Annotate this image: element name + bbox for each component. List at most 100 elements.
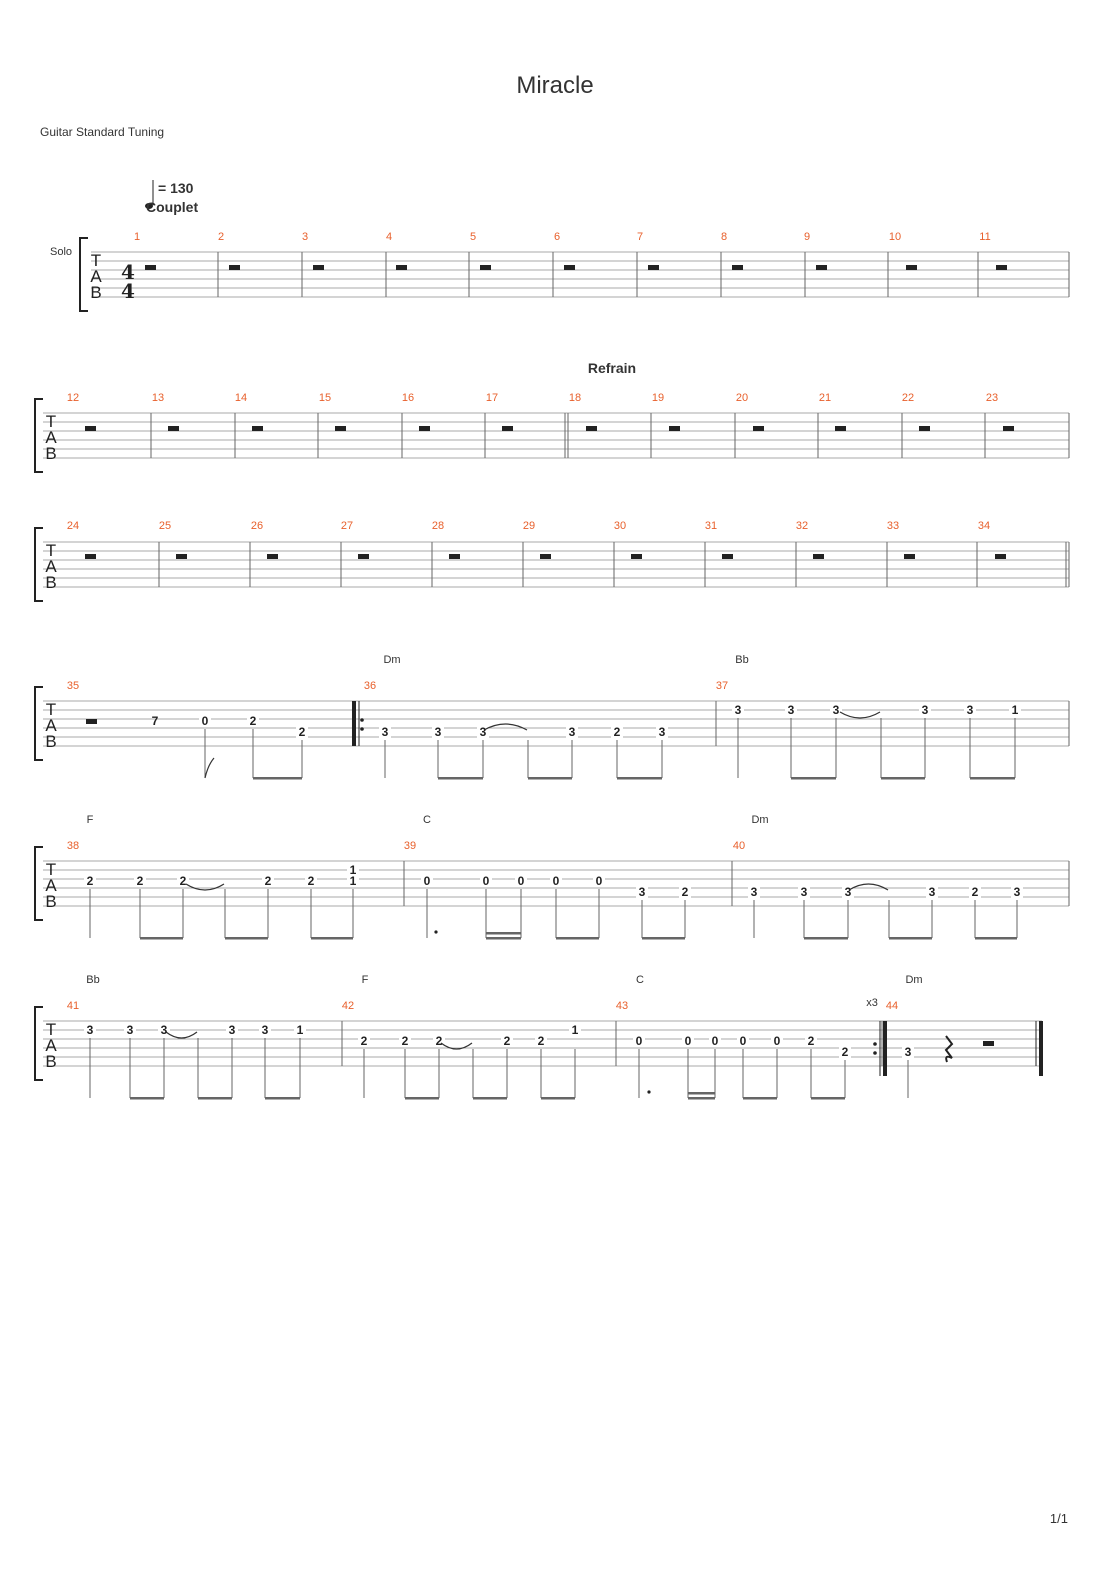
fret-bg <box>294 1022 306 1036</box>
tab-clef-letter: T <box>46 541 56 560</box>
whole-rest <box>502 426 513 431</box>
measure-number: 44 <box>886 1000 898 1012</box>
whole-rest <box>396 265 407 270</box>
measure-number: 40 <box>733 840 745 852</box>
fret-bg <box>732 702 744 716</box>
fret-number: 2 <box>265 874 272 888</box>
fret-number: 0 <box>712 1034 719 1048</box>
beam <box>688 1092 715 1095</box>
fret-number: 3 <box>1014 885 1021 899</box>
instrument-name: Solo <box>50 246 72 258</box>
measure-number: 9 <box>804 231 810 243</box>
fret-number: 3 <box>751 885 758 899</box>
tab-clef-letter: T <box>46 700 56 719</box>
fret-bg <box>771 1033 783 1047</box>
fret-number: 1 <box>1012 703 1019 717</box>
fret-bg <box>247 713 259 727</box>
fret-number: 2 <box>361 1034 368 1048</box>
whole-rest <box>722 554 733 559</box>
measure-number: 43 <box>616 1000 628 1012</box>
fret-number: 2 <box>682 885 689 899</box>
page-number: 1/1 <box>1049 1511 1068 1526</box>
chord-name: Bb <box>735 654 748 666</box>
measure-number: 11 <box>979 231 990 243</box>
fret-bg <box>177 873 189 887</box>
fret-number: 0 <box>774 1034 781 1048</box>
chord-name: C <box>423 814 431 826</box>
fret-number: 0 <box>424 874 431 888</box>
measure-number: 14 <box>235 392 247 404</box>
beam <box>528 777 572 780</box>
fret-bg <box>964 702 976 716</box>
whole-rest <box>648 265 659 270</box>
fret-bg <box>134 873 146 887</box>
fret-number: 0 <box>518 874 525 888</box>
measure-number: 21 <box>819 392 831 404</box>
measure-number: 22 <box>902 392 914 404</box>
fret-bg <box>839 1044 851 1058</box>
fret-bg <box>785 702 797 716</box>
repeat-bar-thick <box>883 1021 887 1076</box>
section-couplet: Couplet <box>146 199 198 215</box>
measure-number: 5 <box>470 231 476 243</box>
beam <box>889 937 932 940</box>
measure-number: 37 <box>716 680 728 692</box>
fret-number: 3 <box>659 725 666 739</box>
beam <box>642 937 685 940</box>
fret-number: 2 <box>180 874 187 888</box>
tab-clef-letter: B <box>45 444 56 463</box>
fret-bg <box>1009 702 1021 716</box>
tab-clef-letter: B <box>45 892 56 911</box>
whole-rest <box>753 426 764 431</box>
fret-bg <box>919 702 931 716</box>
fret-bg <box>399 1033 411 1047</box>
tie-arc <box>848 883 889 891</box>
fret-bg <box>477 724 489 738</box>
fret-number: 3 <box>639 885 646 899</box>
measure-number: 17 <box>486 392 498 404</box>
tab-clef-letter: B <box>90 283 101 302</box>
measure-number: 29 <box>523 520 535 532</box>
repeat-dot <box>873 1051 877 1055</box>
fret-number: 3 <box>922 703 929 717</box>
beam <box>970 777 1015 780</box>
repeat-count: x3 <box>866 997 878 1009</box>
tie-arc <box>839 711 881 719</box>
fret-bg <box>550 873 562 887</box>
whole-rest <box>358 554 369 559</box>
fret-bg <box>124 1022 136 1036</box>
measure-number: 13 <box>152 392 164 404</box>
system-bracket <box>34 527 43 602</box>
beam <box>486 932 521 935</box>
tab-clef-letter: T <box>46 1020 56 1039</box>
beam <box>881 777 925 780</box>
whole-rest <box>906 265 917 270</box>
whole-rest <box>631 554 642 559</box>
repeat-dot <box>873 1042 877 1046</box>
whole-rest <box>564 265 575 270</box>
fret-number: 3 <box>161 1023 168 1037</box>
chord-name: Dm <box>383 654 400 666</box>
fret-number: 3 <box>905 1045 912 1059</box>
tab-clef-letter: B <box>45 573 56 592</box>
tab-clef-letter: T <box>46 860 56 879</box>
measure-number: 25 <box>159 520 171 532</box>
measure-number: 35 <box>67 680 79 692</box>
fret-number: 3 <box>127 1023 134 1037</box>
beam <box>486 937 521 940</box>
measure-number: 15 <box>319 392 331 404</box>
fret-number: 3 <box>382 725 389 739</box>
measure-number: 2 <box>218 231 224 243</box>
fret-bg <box>358 1033 370 1047</box>
fret-bg <box>296 724 308 738</box>
measure-number: 6 <box>554 231 560 243</box>
tab-clef-letter: T <box>91 251 101 270</box>
beam <box>265 1097 300 1100</box>
quarter-rest <box>944 1035 954 1063</box>
fret-number: 3 <box>87 1023 94 1037</box>
fret-number: 3 <box>845 885 852 899</box>
fret-bg <box>199 713 211 727</box>
fret-bg <box>262 873 274 887</box>
fret-number: 2 <box>87 874 94 888</box>
